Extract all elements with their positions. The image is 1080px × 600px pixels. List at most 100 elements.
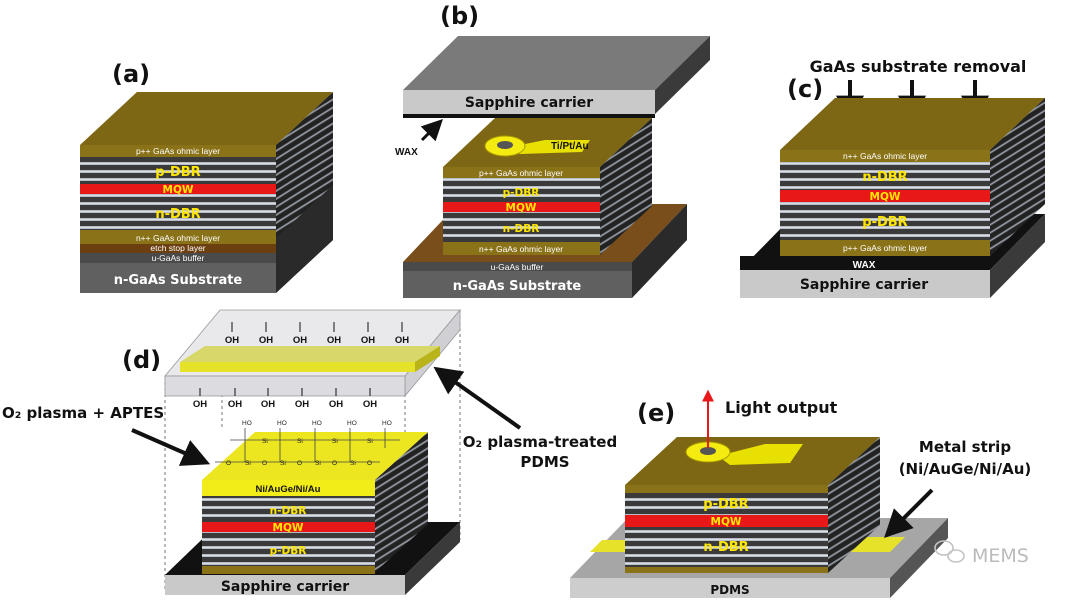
p-ohmic-label: p++ GaAs ohmic layer (843, 243, 927, 253)
n-ohmic-label: n++ GaAs ohmic layer (136, 233, 220, 243)
oh-label: OH (293, 335, 307, 346)
base-buffer (403, 262, 632, 271)
wax-label: WAX (853, 260, 876, 271)
ho-label: HO (312, 420, 322, 427)
p-ohmic-layer (202, 566, 375, 574)
si-label: Si (280, 460, 286, 467)
oh-label: OH (225, 335, 239, 346)
panel-e: (e) PDMS p-DBR MQW n-DBR Light output Me… (570, 389, 1032, 598)
buffer-layer (80, 253, 276, 263)
buffer-label: u-GaAs buffer (152, 253, 205, 263)
pdms-front (164, 375, 406, 397)
mqw-label: MQW (870, 191, 901, 203)
n-dbr-stack (780, 162, 990, 190)
wax-layer (740, 256, 990, 270)
ho-label: HO (277, 420, 287, 427)
carrier-label: Sapphire carrier (800, 277, 928, 293)
ho-label: HO (347, 420, 357, 427)
si-label: Si (245, 460, 251, 467)
mqw-layer (625, 515, 828, 527)
mesa-side (828, 437, 880, 573)
panel-c-label: (c) (787, 75, 823, 103)
si-label: Si (297, 438, 303, 445)
mqw-label: MQW (273, 522, 304, 534)
mesa-side (375, 432, 428, 572)
mqw-label: MQW (163, 184, 194, 196)
oh-label: OH (327, 335, 341, 346)
ring-contact (484, 135, 590, 157)
left-callout-arrow (131, 428, 211, 466)
o-label: O (367, 460, 372, 467)
base-substrate (403, 271, 632, 298)
right-callout-line2: PDMS (520, 453, 569, 471)
carrier-front (403, 90, 655, 114)
n-dbr-label: n-DBR (270, 505, 307, 517)
carrier-front (165, 575, 405, 595)
pdms-front (570, 578, 890, 598)
watermark-text: MEMS (972, 545, 1029, 567)
carrier-top (403, 36, 710, 90)
n-ohmic-layer (80, 230, 276, 244)
carrier-side (405, 522, 460, 595)
p-ohmic-label: p++ GaAs ohmic layer (136, 146, 220, 156)
ring-contact (685, 441, 803, 465)
carrier-label: Sapphire carrier (465, 95, 593, 111)
oh-label: OH (361, 335, 375, 346)
oh-label: OH (295, 399, 309, 410)
oh-label: OH (261, 399, 275, 410)
mesa-top (780, 98, 1045, 150)
oh-label: OH (395, 335, 409, 346)
p-ohmic-layer (80, 145, 276, 157)
mqw-layer (443, 202, 600, 212)
strip-callout-line2: (Ni/AuGe/Ni/Au) (899, 460, 1032, 478)
chat-bubble-icon (934, 540, 965, 563)
substrate-label: n-GaAs Substrate (114, 273, 243, 288)
buffer-label: u-GaAs buffer (491, 262, 544, 272)
n-ohmic-label: n++ GaAs ohmic layer (843, 151, 927, 161)
substrate-label: n-GaAs Substrate (453, 279, 582, 294)
panel-d-label: (d) (122, 346, 161, 374)
p-ohmic-layer (780, 240, 990, 256)
n-ohmic-layer (780, 150, 990, 162)
mqw-layer (202, 522, 375, 532)
light-label: Light output (725, 398, 838, 417)
aptes-network: HO HO HO HO HO Si Si Si Si Si Si Si Si O… (215, 420, 400, 467)
pdms-label: PDMS (710, 583, 749, 597)
n-dbr-stack (80, 194, 276, 230)
o-label: O (332, 460, 337, 467)
si-label: Si (367, 438, 373, 445)
si-label: Si (350, 460, 356, 467)
right-face-substrate (276, 185, 333, 293)
panel-a-label: (a) (112, 60, 150, 88)
oh-label: OH (228, 399, 242, 410)
right-callout-arrow (433, 366, 522, 430)
p-dbr-label: p-DBR (503, 187, 540, 199)
n-dbr-stack (625, 527, 828, 567)
panel-c: (c) GaAs substrate removal WAX Sapphire … (740, 57, 1045, 298)
p-dbr-stack (780, 202, 990, 240)
carrier-label: Sapphire carrier (221, 579, 349, 595)
o-label: O (262, 460, 267, 467)
panel-d: (d) OH OH OH OH OH OH (2, 308, 617, 595)
etch-stop-label: etch stop layer (150, 243, 205, 253)
panel-b: (b) Sapphire carrier WAX u-GaAs buffer n… (395, 2, 710, 298)
oh-label: OH (193, 399, 207, 410)
pdms-strip-front (180, 362, 415, 372)
p-ohmic-layer (625, 567, 828, 573)
left-callout: O₂ plasma + APTES (2, 404, 164, 422)
p-dbr-stack (80, 157, 276, 184)
oh-label: OH (363, 399, 377, 410)
pdms-strip-side (415, 346, 440, 372)
si-label: Si (332, 438, 338, 445)
p-ohmic-layer (443, 167, 600, 178)
n-dbr-label: n-DBR (703, 540, 748, 555)
mesa-side (600, 118, 652, 255)
carrier-side (655, 36, 710, 114)
mqw-label: MQW (711, 516, 742, 528)
oh-bottom-row: OH OH OH OH OH OH (193, 388, 377, 410)
metal-layer (202, 480, 375, 496)
si-label: Si (262, 438, 268, 445)
p-dbr-stack (625, 493, 828, 515)
wax-label: WAX (395, 147, 418, 158)
